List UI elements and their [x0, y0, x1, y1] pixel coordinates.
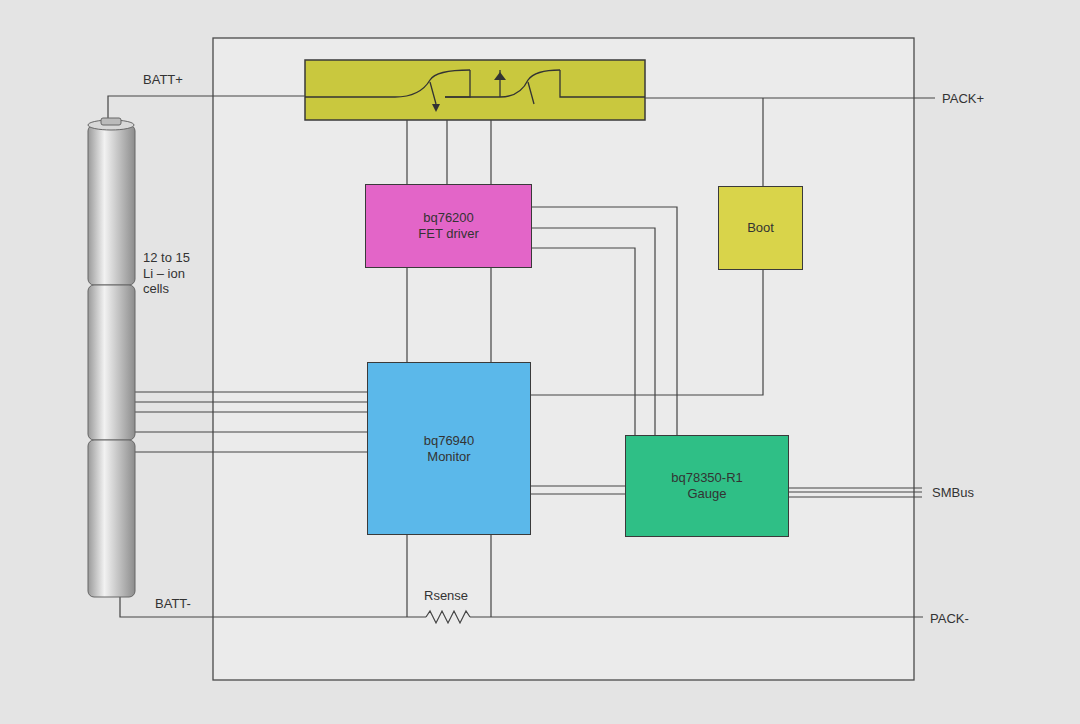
box-label: Boot: [747, 220, 774, 236]
terminal-label: PACK-: [930, 611, 990, 627]
box-label: bq78350-R1 Gauge: [667, 470, 747, 501]
bus-label: SMBus: [932, 485, 992, 501]
cell-count-label: 12 to 15 Li – ion cells: [143, 250, 201, 297]
boot-box: Boot: [718, 186, 803, 270]
signal-wire: [490, 268, 491, 362]
fet-driver-box: bq76200 FET driver: [365, 184, 532, 268]
box-label: bq76200 FET driver: [414, 210, 484, 241]
monitor-box: bq76940 Monitor: [367, 362, 531, 535]
fet-bar: [305, 60, 645, 120]
signal-wire: [531, 270, 763, 395]
signal-wire: [531, 493, 625, 494]
battery-cells: [88, 118, 135, 597]
power-wires: [108, 96, 935, 623]
mosfet-arrows: [432, 72, 506, 112]
signal-wire: [532, 207, 677, 435]
signal-wire: [406, 268, 407, 362]
gauge-box: bq78350-R1 Gauge: [625, 435, 789, 537]
box-label: bq76940 Monitor: [418, 433, 480, 464]
terminal-label: BATT+: [143, 72, 203, 88]
signal-wire: [531, 485, 625, 486]
terminal-label: PACK+: [942, 91, 1002, 107]
board-outline: [213, 38, 914, 680]
signal-wire: [532, 248, 635, 435]
signal-wire: [532, 228, 655, 435]
terminal-label: BATT-: [155, 596, 215, 612]
resistor-label: Rsense: [424, 588, 484, 604]
mosfet-symbols: [305, 70, 645, 104]
